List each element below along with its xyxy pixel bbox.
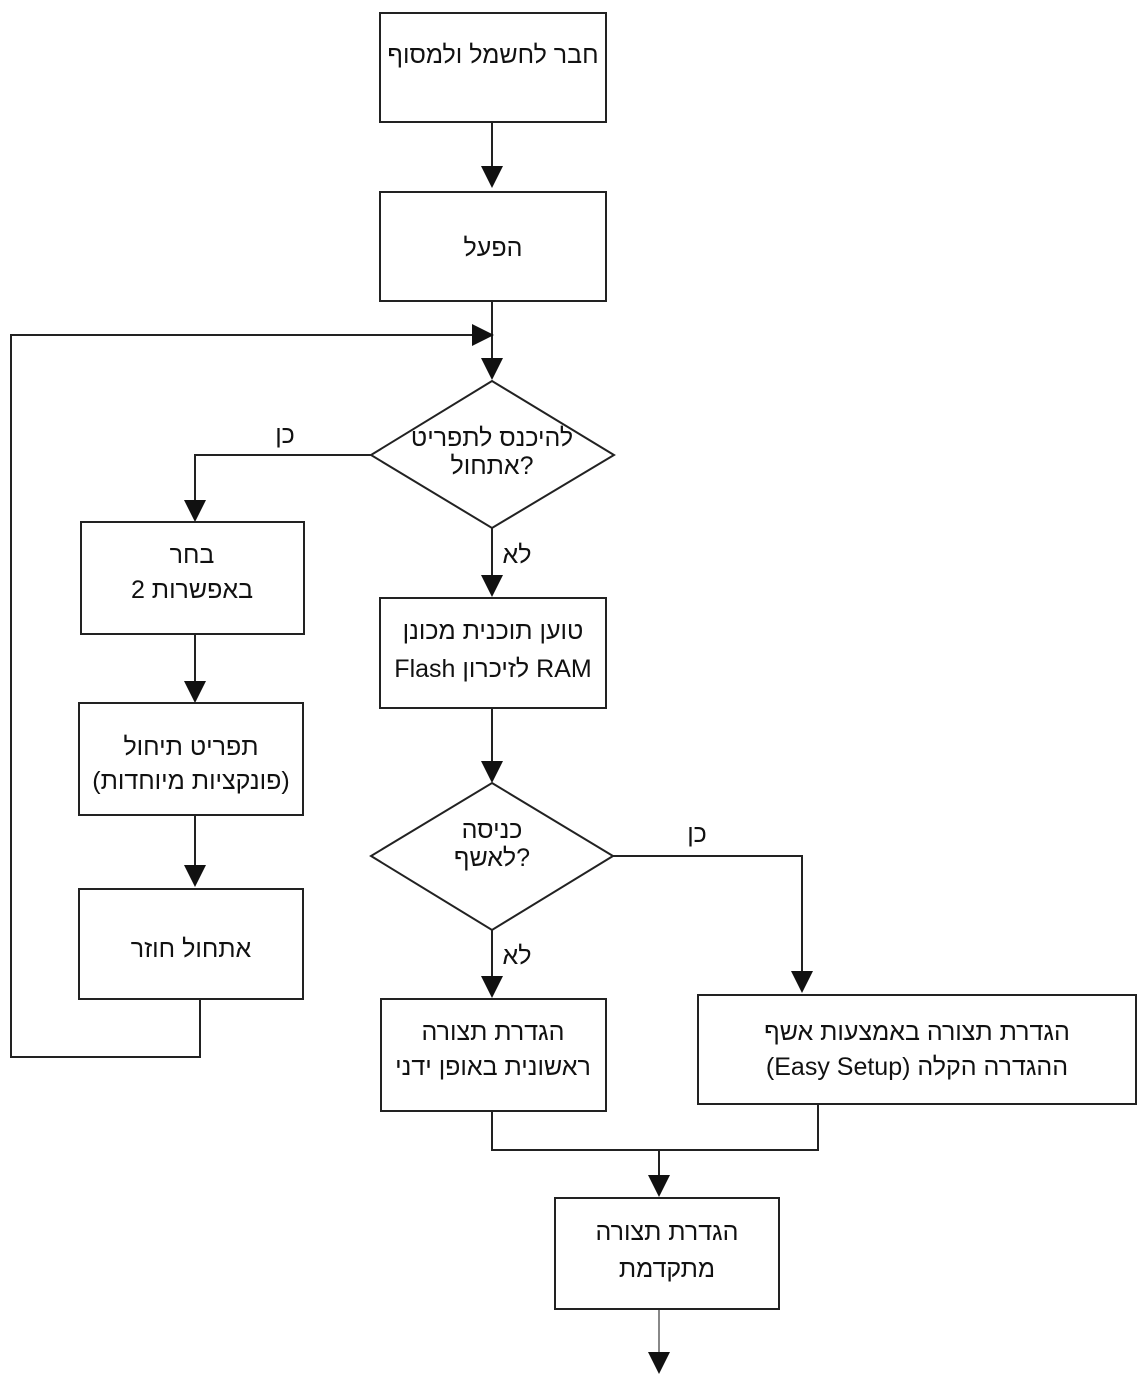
node-advanced-config-line-2: מתקדמת — [619, 1255, 715, 1283]
node-init-menu-line-1: תפריט תיחול — [123, 733, 258, 761]
node-reinit-line-1: אתחול חוזר — [131, 935, 252, 963]
node-reinit: אתחול חוזר — [78, 888, 304, 1000]
arrowhead — [648, 1175, 670, 1197]
node-power-on: הפעל — [379, 191, 607, 302]
node-load-program-line-1: טוען תוכנית מכונן — [403, 617, 584, 645]
node-manual-config-line-1: הגדרת תצורה — [422, 1018, 565, 1046]
node-load-program: טוען תוכנית מכונן Flash לזיכרון RAM — [379, 597, 607, 709]
edge-reinit-loop-back — [10, 334, 474, 1058]
arrowhead — [648, 1352, 670, 1374]
node-init-menu: תפריט תיחול (פונקציות מיוחדות) — [78, 702, 304, 816]
node-choose-option-line-1: בחר — [170, 541, 215, 569]
edge-init-yes — [194, 454, 371, 502]
edge-label-init-yes: כן — [275, 421, 295, 449]
arrowhead — [481, 976, 503, 998]
arrowhead — [481, 761, 503, 783]
arrowhead — [184, 865, 206, 887]
arrowhead — [481, 358, 503, 380]
node-load-program-line-2: Flash לזיכרון RAM — [394, 655, 591, 683]
decision-enter-wizard-line-1: כניסה — [462, 816, 523, 844]
node-manual-config: הגדרת תצורה ראשונית באופן ידני — [380, 998, 607, 1112]
decision-enter-init-menu-line-1: להיכנס לתפריט — [411, 424, 573, 452]
arrowhead — [481, 575, 503, 597]
edge-label-wizard-no: לא — [503, 942, 532, 970]
node-choose-option-line-2: באפשרות 2 — [131, 576, 253, 604]
edge-label-wizard-yes: כן — [687, 820, 707, 848]
node-connect-power-line-1: חבר לחשמל ולמסוף — [387, 41, 598, 69]
node-easy-setup: הגדרת תצורה באמצעות אשף ההגדרה הקלה (Eas… — [697, 994, 1137, 1105]
arrowhead — [481, 166, 503, 188]
node-easy-setup-line-2: ההגדרה הקלה (Easy Setup) — [766, 1053, 1068, 1081]
edge-wizard-yes — [612, 855, 803, 973]
node-easy-setup-line-1: הגדרת תצורה באמצעות אשף — [764, 1018, 1070, 1046]
node-advanced-config: הגדרת תצורה מתקדמת — [554, 1197, 780, 1310]
node-advanced-config-line-1: הגדרת תצורה — [596, 1218, 739, 1246]
edge-merge — [491, 1104, 819, 1151]
node-power-on-line-1: הפעל — [464, 234, 523, 262]
decision-enter-wizard: כניסה ?לאשף — [369, 781, 615, 932]
arrowhead — [472, 324, 494, 346]
decision-enter-init-menu-line-2: ?אתחול — [450, 452, 533, 480]
node-choose-option: בחר באפשרות 2 — [80, 521, 305, 635]
arrowhead — [791, 971, 813, 993]
node-connect-power: חבר לחשמל ולמסוף — [379, 12, 607, 123]
arrowhead — [184, 681, 206, 703]
decision-enter-init-menu: להיכנס לתפריט ?אתחול — [369, 379, 616, 530]
decision-enter-wizard-line-2: ?לאשף — [454, 844, 530, 872]
edge-label-init-no: לא — [503, 541, 532, 569]
node-init-menu-line-2: (פונקציות מיוחדות) — [92, 767, 289, 795]
edges — [10, 122, 819, 1374]
node-manual-config-line-2: ראשונית באופן ידני — [395, 1053, 591, 1081]
arrowhead — [184, 500, 206, 522]
